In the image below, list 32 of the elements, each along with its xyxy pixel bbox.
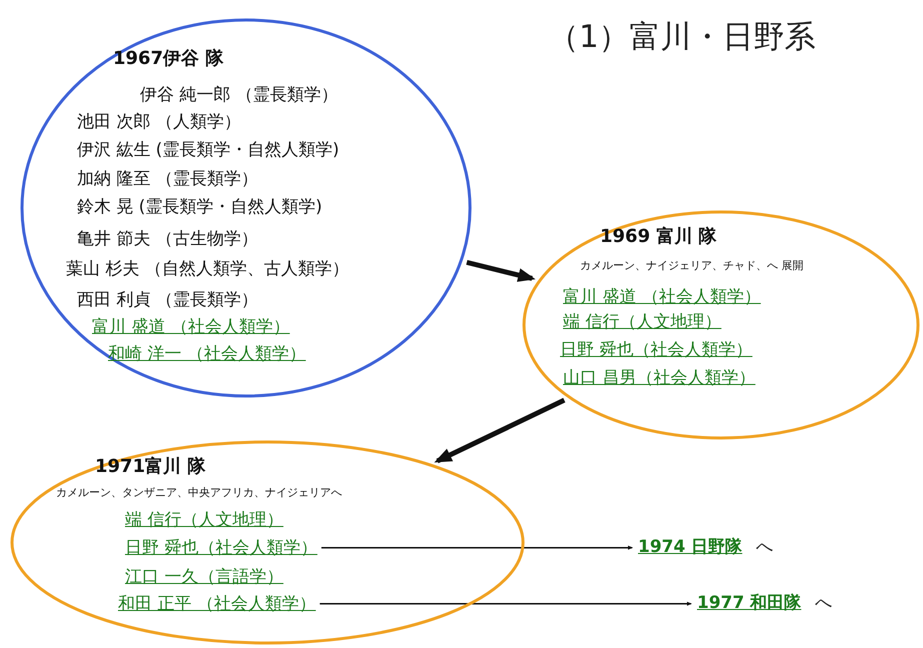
arrow [321, 546, 634, 550]
arrow [320, 602, 692, 606]
member-link: 富川 盛道 （社会人類学） [563, 286, 761, 308]
member-link: 端 信行（人文地理） [563, 311, 722, 333]
diagram-title: （1）富川・日野系 [548, 18, 816, 57]
member-link: 富川 盛道 （社会人類学） [92, 316, 290, 338]
member-link: 山口 昌男（社会人類学） [563, 367, 756, 389]
member-name: 伊谷 純一郎 （霊長類学） [140, 84, 338, 106]
arrow [434, 398, 566, 464]
member-name: 池田 次郎 （人類学） [77, 111, 241, 133]
member-name: 加納 隆至 （霊長類学） [77, 168, 258, 190]
direction-text: へ [815, 592, 832, 614]
member-link: 和崎 洋一 （社会人類学） [108, 343, 306, 365]
direction-text: へ [756, 536, 774, 558]
member-link: 日野 舜也（社会人類学） [560, 339, 752, 361]
member-name: 鈴木 晃 (霊長類学・自然人類学) [77, 196, 322, 218]
expedition-link: 1977 和田隊 [697, 592, 802, 614]
member-name: 亀井 節夫 （古生物学） [77, 228, 258, 250]
group-heading: 1967伊谷 隊 [113, 47, 224, 70]
route-note: カメルーン、タンザニア、中央アフリカ、ナイジェリアへ [56, 485, 342, 500]
member-name: 西田 利貞 （霊長類学） [77, 289, 258, 311]
arrow [466, 260, 536, 282]
route-note: カメルーン、ナイジェリア、チャド、へ 展開 [580, 258, 804, 273]
expedition-link: 1974 日野隊 [638, 536, 742, 558]
group-heading: 1969 富川 隊 [600, 225, 717, 248]
group-heading: 1971富川 隊 [95, 455, 206, 478]
member-link: 和田 正平 （社会人類学） [118, 593, 316, 615]
member-name: 伊沢 紘生 (霊長類学・自然人類学) [77, 139, 340, 161]
member-link: 日野 舜也（社会人類学） [125, 537, 318, 559]
member-name: 葉山 杉夫 （自然人類学、古人類学） [66, 258, 349, 280]
member-link: 端 信行（人文地理） [125, 509, 284, 531]
member-link: 江口 一久（言語学） [125, 566, 284, 588]
